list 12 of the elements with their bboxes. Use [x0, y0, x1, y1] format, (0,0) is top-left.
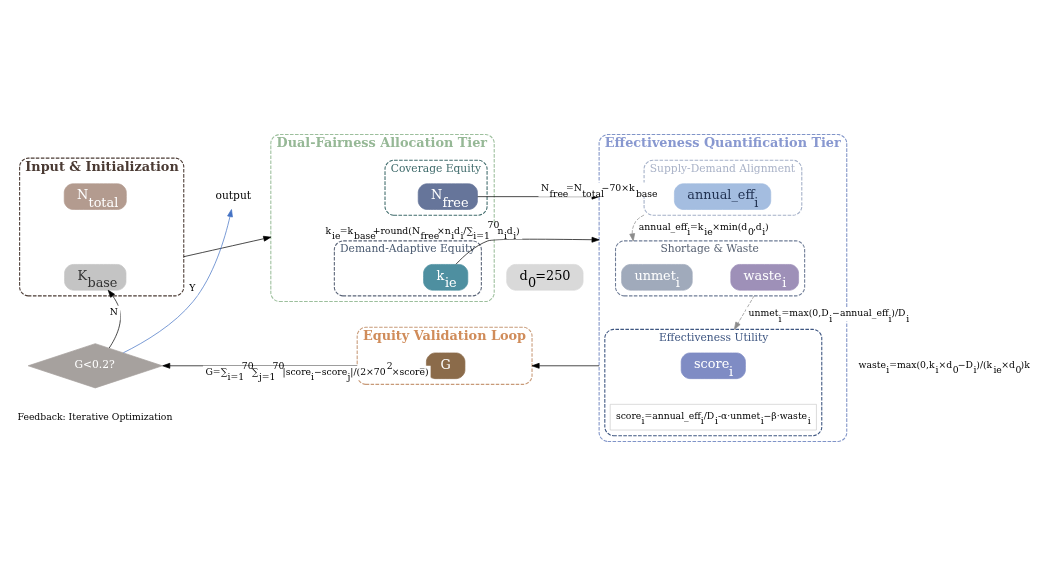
node-diamond: G<0.2? — [27, 342, 163, 388]
edge-label: Y — [189, 281, 196, 293]
arrow — [531, 362, 600, 369]
edge-label: N — [109, 305, 118, 317]
label: Feedback: Iterative Optimization — [17, 410, 173, 422]
arrow — [629, 214, 645, 241]
arrow — [455, 236, 600, 264]
arrow — [734, 295, 755, 330]
arrow — [183, 235, 272, 257]
arrow — [123, 208, 233, 353]
arrow — [162, 362, 358, 369]
node-text: output — [215, 188, 252, 202]
